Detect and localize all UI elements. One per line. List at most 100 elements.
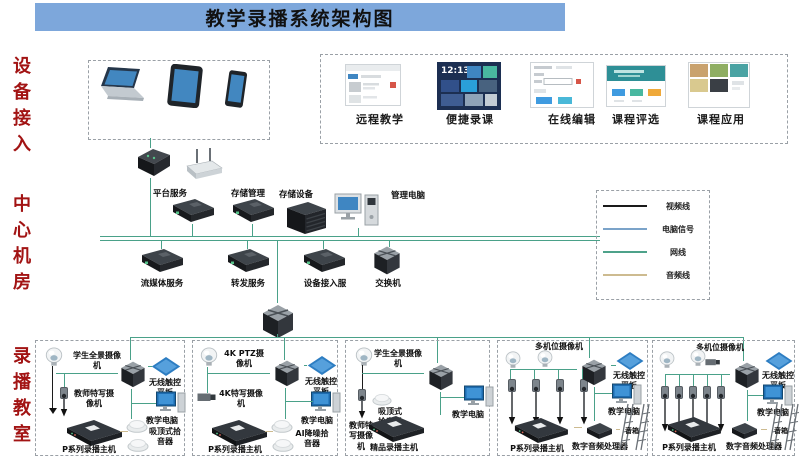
connector-line bbox=[747, 395, 763, 396]
ceiling-mic-icon bbox=[127, 436, 149, 452]
device-label-switch: 交换机 bbox=[375, 279, 401, 289]
network-bus bbox=[100, 236, 600, 237]
device-label-recording-host: 精品录播主机 bbox=[370, 443, 418, 452]
device-label-device-access: 设备接入服 bbox=[303, 279, 347, 289]
device-label-forwarding: 转发服务 bbox=[230, 279, 265, 289]
device-label-multi-camera: 多机位摄像机 bbox=[696, 343, 744, 352]
client-devices-box bbox=[88, 60, 270, 140]
streaming-server-icon bbox=[133, 248, 189, 274]
device-label-storage-device: 存储设备 bbox=[278, 190, 313, 200]
arrow-icon bbox=[49, 408, 57, 414]
connector-line bbox=[611, 365, 616, 366]
device-label-speaker: 音箱 bbox=[625, 427, 639, 435]
recording-host-icon bbox=[657, 416, 727, 443]
audio-line bbox=[120, 431, 128, 432]
connector-line bbox=[665, 374, 730, 375]
device-label-recording-host: P系列录播主机 bbox=[208, 445, 262, 454]
connector-line bbox=[743, 338, 744, 361]
device-label-streaming: 流媒体服务 bbox=[140, 279, 184, 289]
camera-pole bbox=[362, 365, 363, 389]
closeup-camera-icon bbox=[705, 357, 721, 367]
page-title: 教学录播系统架构图 bbox=[35, 3, 565, 31]
connector-line bbox=[192, 224, 193, 236]
teaching-pc-icon bbox=[464, 385, 494, 409]
app-label-remote-teaching: 远程教学 bbox=[356, 113, 404, 126]
device-label-teaching-pc: 教学电脑 bbox=[608, 407, 640, 416]
connector-line bbox=[721, 374, 722, 386]
connector-line bbox=[747, 390, 748, 421]
section-label-machine-room: 中心机房 bbox=[10, 194, 31, 298]
app-thumb-course-review bbox=[606, 65, 666, 107]
connector-line bbox=[130, 338, 131, 360]
connector-line bbox=[323, 241, 324, 249]
touch-tablet-icon bbox=[616, 352, 644, 370]
audio-line bbox=[761, 429, 767, 430]
connector-line bbox=[252, 224, 253, 236]
ceiling-mic-icon bbox=[372, 391, 392, 406]
student-camera-icon bbox=[44, 347, 64, 367]
connector-line bbox=[437, 338, 438, 363]
device-label-recording-host: P系列录播主机 bbox=[510, 444, 564, 453]
device-label-ceiling-mic: 吸顶式拾音器 bbox=[149, 427, 181, 447]
recorder-switch-icon bbox=[424, 362, 458, 392]
device-label-teaching-pc: 教学电脑 bbox=[757, 408, 789, 417]
device-label-ceiling-mic: AI降噪拾音器 bbox=[295, 429, 329, 449]
connector-line bbox=[582, 369, 583, 379]
connector-line bbox=[284, 338, 285, 360]
teaching-pc-icon bbox=[311, 391, 341, 415]
recording-host-icon bbox=[358, 415, 430, 443]
legend-label-audio: 音频线 bbox=[666, 271, 690, 280]
network-bus bbox=[100, 240, 600, 241]
device-label-teacher-camera: 教师特写摄像机 bbox=[349, 421, 373, 451]
connector-line bbox=[389, 241, 390, 247]
connector-line bbox=[247, 241, 248, 249]
device-label-ptz-camera: 4K PTZ摄像机 bbox=[224, 349, 264, 369]
legend-line-pc-signal bbox=[603, 228, 647, 230]
connector-line bbox=[56, 373, 118, 374]
classroom-panel-4: 多机位摄像机 无线触控平板 教学电脑 P系列录播主机 数字音频处理器 音箱 bbox=[497, 340, 648, 456]
ceiling-mic-icon bbox=[272, 436, 294, 452]
connector-line bbox=[150, 178, 151, 236]
connector-line bbox=[594, 393, 612, 394]
section-label-recording-classroom: 录播教室 bbox=[10, 346, 31, 450]
legend-line-video bbox=[603, 205, 647, 207]
device-label-speaker: 音箱 bbox=[774, 427, 788, 435]
device-label-teaching-pc: 教学电脑 bbox=[146, 416, 178, 425]
connector-line bbox=[440, 392, 441, 415]
recording-host-icon bbox=[201, 419, 273, 447]
forward-server-icon bbox=[219, 248, 275, 274]
teaching-pc-icon bbox=[156, 391, 186, 415]
section-label-device-access: 设备接入 bbox=[10, 56, 31, 160]
management-pc-icon bbox=[334, 192, 380, 228]
storage-rack-icon bbox=[280, 200, 332, 236]
audio-processor-icon bbox=[582, 421, 616, 441]
touch-tablet-icon bbox=[307, 356, 337, 375]
device-access-server-icon bbox=[295, 248, 351, 274]
distribution-line bbox=[130, 337, 744, 338]
legend-label-video: 视频线 bbox=[666, 202, 690, 211]
legend: 视频线 电脑信号 网线 音频线 bbox=[596, 190, 710, 300]
platform-server-icon bbox=[164, 198, 220, 224]
switch-icon bbox=[368, 244, 406, 276]
connector-line bbox=[510, 369, 511, 379]
recorder-switch-icon bbox=[116, 359, 150, 389]
storage-mgmt-server-icon bbox=[224, 198, 280, 224]
connector-line bbox=[64, 373, 65, 387]
device-label-student-camera: 学生全景摄像机 bbox=[73, 351, 121, 371]
phone-icon bbox=[224, 70, 248, 108]
legend-line-network bbox=[603, 251, 647, 253]
teacher-camera-icon bbox=[58, 387, 70, 417]
touch-tablet-icon bbox=[765, 352, 793, 370]
audio-line bbox=[265, 431, 273, 432]
device-label-audio-processor: 数字音频处理器 bbox=[572, 442, 628, 451]
apps-box bbox=[320, 54, 788, 144]
connector-line bbox=[358, 228, 359, 236]
connector-line bbox=[207, 373, 270, 374]
app-label-course-review: 课程评选 bbox=[612, 113, 660, 126]
connector-line bbox=[534, 369, 535, 379]
device-label-audio-processor: 数字音频处理器 bbox=[726, 442, 782, 451]
connector-line bbox=[161, 241, 162, 249]
app-label-course-apps: 课程应用 bbox=[697, 113, 745, 126]
device-label-recording-host: P系列录播主机 bbox=[662, 443, 716, 452]
